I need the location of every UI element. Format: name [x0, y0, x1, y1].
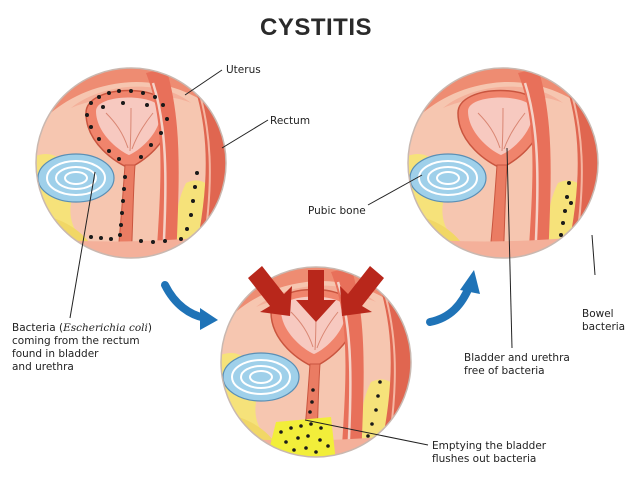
panel-bladder-infected [31, 63, 231, 263]
label-bacteria-suffix: ) [148, 322, 152, 334]
curved-arrow-icon [430, 270, 480, 322]
label-bowel-bacteria: Bowel bacteria [582, 308, 625, 334]
panel-bladder-emptying [216, 262, 416, 462]
panel-bladder-clear [403, 63, 603, 263]
label-uterus: Uterus [226, 64, 261, 77]
label-bacteria-species: Escherichia coli [63, 322, 148, 334]
label-bacteria-prefix: Bacteria ( [12, 322, 63, 334]
curved-arrow-icon [165, 285, 218, 330]
label-rectum: Rectum [270, 115, 310, 128]
label-pubic-bone: Pubic bone [308, 205, 366, 218]
label-bacteria: Bacteria (Escherichia coli) coming from t… [12, 322, 152, 374]
label-emptying: Emptying the bladder flushes out bacteri… [432, 440, 546, 466]
label-bladder-free: Bladder and urethra free of bacteria [464, 352, 570, 378]
page-title: CYSTITIS [0, 14, 632, 42]
label-bacteria-rest: coming from the rectum found in bladder … [12, 335, 140, 373]
